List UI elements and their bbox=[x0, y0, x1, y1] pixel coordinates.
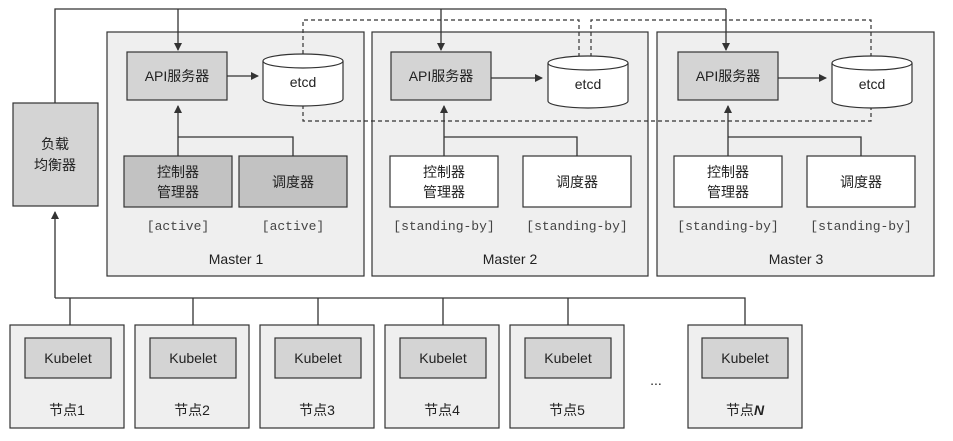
master-1-etcd-cylinder bbox=[262, 53, 344, 107]
master-2-controller-label-1: 控制器 bbox=[423, 164, 465, 180]
master-2-scheduler-label: 调度器 bbox=[556, 174, 598, 190]
load-balancer-label-2: 均衡器 bbox=[34, 157, 76, 173]
node-2-kubelet-label: Kubelet bbox=[169, 350, 217, 366]
node-n-kubelet-box bbox=[701, 337, 789, 379]
master-3-name: Master 3 bbox=[769, 251, 824, 267]
node-n-label-prefix: 节点 bbox=[726, 402, 754, 418]
nodes-bus-line bbox=[55, 297, 746, 313]
master-1-etcd-label: etcd bbox=[290, 74, 316, 90]
master-2-controller-label-2: 管理器 bbox=[423, 184, 465, 200]
etcd-upper-link-1-2 bbox=[302, 19, 580, 57]
node-5-label: 节点5 bbox=[549, 402, 585, 418]
master-2-api-server-label: API服务器 bbox=[409, 68, 474, 84]
master-1-scheduler-box bbox=[238, 155, 348, 208]
master-1-controller-label-2: 管理器 bbox=[157, 184, 199, 200]
load-balancer-label-1: 负载 bbox=[41, 136, 69, 152]
node-n-label: 节点N bbox=[726, 402, 765, 418]
master-1-api-server-label: API服务器 bbox=[145, 68, 210, 84]
master-2-etcd-label: etcd bbox=[575, 76, 601, 92]
load-balancer-box bbox=[12, 102, 99, 207]
master-1-controller-box bbox=[123, 155, 233, 208]
master-2-etcd-cylinder bbox=[547, 55, 629, 109]
etcd-upper-link-2-3 bbox=[590, 19, 872, 57]
node-3-kubelet-box bbox=[274, 337, 362, 379]
nodes-ellipsis: ... bbox=[650, 372, 662, 388]
node-3-kubelet-label: Kubelet bbox=[294, 350, 342, 366]
master-2-scheduler-to-api-line bbox=[444, 136, 578, 156]
master-3-etcd-label: etcd bbox=[859, 76, 885, 92]
master-3-controller-label-2: 管理器 bbox=[707, 184, 749, 200]
node-4-kubelet-box bbox=[399, 337, 487, 379]
master-3-scheduler-to-api-line bbox=[728, 136, 862, 156]
node-1-kubelet-label: Kubelet bbox=[44, 350, 92, 366]
node-1-label: 节点1 bbox=[49, 402, 85, 418]
node-3-label: 节点3 bbox=[299, 402, 335, 418]
node-2-label: 节点2 bbox=[174, 402, 210, 418]
master-3-scheduler-state: [standing-by] bbox=[810, 219, 911, 234]
master-2-controller-box bbox=[389, 155, 499, 208]
master-3-controller-box bbox=[673, 155, 783, 208]
master-1-controller-state: [active] bbox=[147, 219, 209, 234]
node-n-label-suffix: N bbox=[754, 402, 765, 418]
node-4-kubelet-label: Kubelet bbox=[419, 350, 467, 366]
node-n-kubelet-label: Kubelet bbox=[721, 350, 769, 366]
master-3-scheduler-label: 调度器 bbox=[840, 174, 882, 190]
master-2-name: Master 2 bbox=[483, 251, 538, 267]
master-1-scheduler-to-api-line bbox=[178, 136, 294, 156]
master-1-name: Master 1 bbox=[209, 251, 264, 267]
master-2-controller-state: [standing-by] bbox=[393, 219, 494, 234]
master-3-scheduler-box bbox=[806, 155, 916, 208]
master-2-scheduler-box bbox=[522, 155, 632, 208]
master-3-etcd-cylinder bbox=[831, 55, 913, 109]
nodes-layer: Kubelet 节点1 Kubelet 节点2 Kubelet 节点3 Kube… bbox=[9, 298, 803, 429]
master-2-api-server-box bbox=[390, 51, 492, 101]
master-3-controller-label-1: 控制器 bbox=[707, 164, 749, 180]
node-4-label: 节点4 bbox=[424, 402, 460, 418]
master-1-scheduler-state: [active] bbox=[262, 219, 324, 234]
master-3-api-server-label: API服务器 bbox=[696, 68, 761, 84]
node-5-kubelet-box bbox=[524, 337, 612, 379]
master-2-scheduler-state: [standing-by] bbox=[526, 219, 627, 234]
node-1-kubelet-box bbox=[24, 337, 112, 379]
master-3-api-server-box bbox=[677, 51, 779, 101]
master-3-controller-state: [standing-by] bbox=[677, 219, 778, 234]
node-5-kubelet-label: Kubelet bbox=[544, 350, 592, 366]
lb-to-api-line bbox=[54, 8, 726, 103]
master-1-controller-label-1: 控制器 bbox=[157, 164, 199, 180]
master-1-scheduler-label: 调度器 bbox=[272, 174, 314, 190]
node-2-kubelet-box bbox=[149, 337, 237, 379]
